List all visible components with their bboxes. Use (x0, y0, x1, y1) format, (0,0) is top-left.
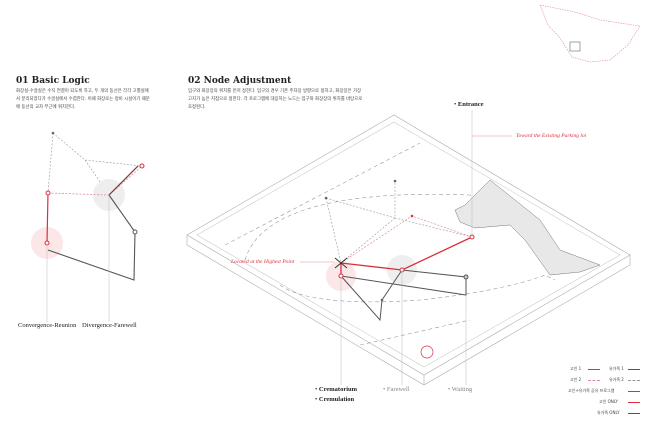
legend-shared: 고인+유가족 공유 프로그램 (568, 388, 615, 393)
section1-body: 화장실-수골실은 수직 연결이 되도록 하고, 두 개의 동선은 각각 고별실에… (16, 89, 150, 111)
site-keymap (539, 4, 641, 63)
legend-family1: 유가족 1 (609, 366, 624, 371)
legend-line-deceased-only (628, 402, 640, 403)
leader-lines (300, 110, 512, 385)
section2-title: 02 Node Adjustment (188, 76, 292, 86)
legend-deceased2: 고인 2 (570, 377, 582, 382)
label-highest-point: Located at the Highest Point (231, 259, 295, 265)
label-divergence: Divergence-Farewell (82, 322, 137, 329)
legend-family-only: 유가족 ONLY (597, 410, 620, 415)
legend-line-dark-dashed (628, 380, 640, 381)
site-slab (186, 114, 631, 386)
basic-logic-diagram (31, 131, 145, 322)
legend-line-red-dashed (588, 380, 600, 381)
label-crematorium: • Crematorium (315, 386, 358, 393)
legend-line-family-only (628, 413, 640, 414)
legend-line-red (588, 369, 600, 370)
label-waiting: • Waiting (448, 386, 473, 393)
legend-deceased-only: 고인 ONLY (599, 399, 618, 404)
section2-body: 입구와 화장장의 위치를 먼저 정한다. 입구의 경우 기존 주차장 방향으로 … (188, 89, 363, 111)
label-entrance: • Entrance (454, 101, 484, 108)
label-cremulation: • Cremulation (315, 396, 355, 403)
node-network (324, 179, 475, 359)
legend-line-shared (628, 391, 640, 392)
parking-area (454, 179, 601, 276)
contour-lines (224, 142, 556, 346)
legend-family2: 유가족 2 (609, 377, 624, 382)
label-farewell: • Farewell (383, 386, 410, 393)
label-convergence: Convergence-Reunion (18, 322, 77, 329)
legend-line-dark (628, 369, 640, 370)
label-parking: Toward the Existing Parking lot (516, 133, 587, 139)
section1-title: 01 Basic Logic (16, 76, 90, 86)
legend-deceased1: 고인 1 (570, 366, 582, 371)
